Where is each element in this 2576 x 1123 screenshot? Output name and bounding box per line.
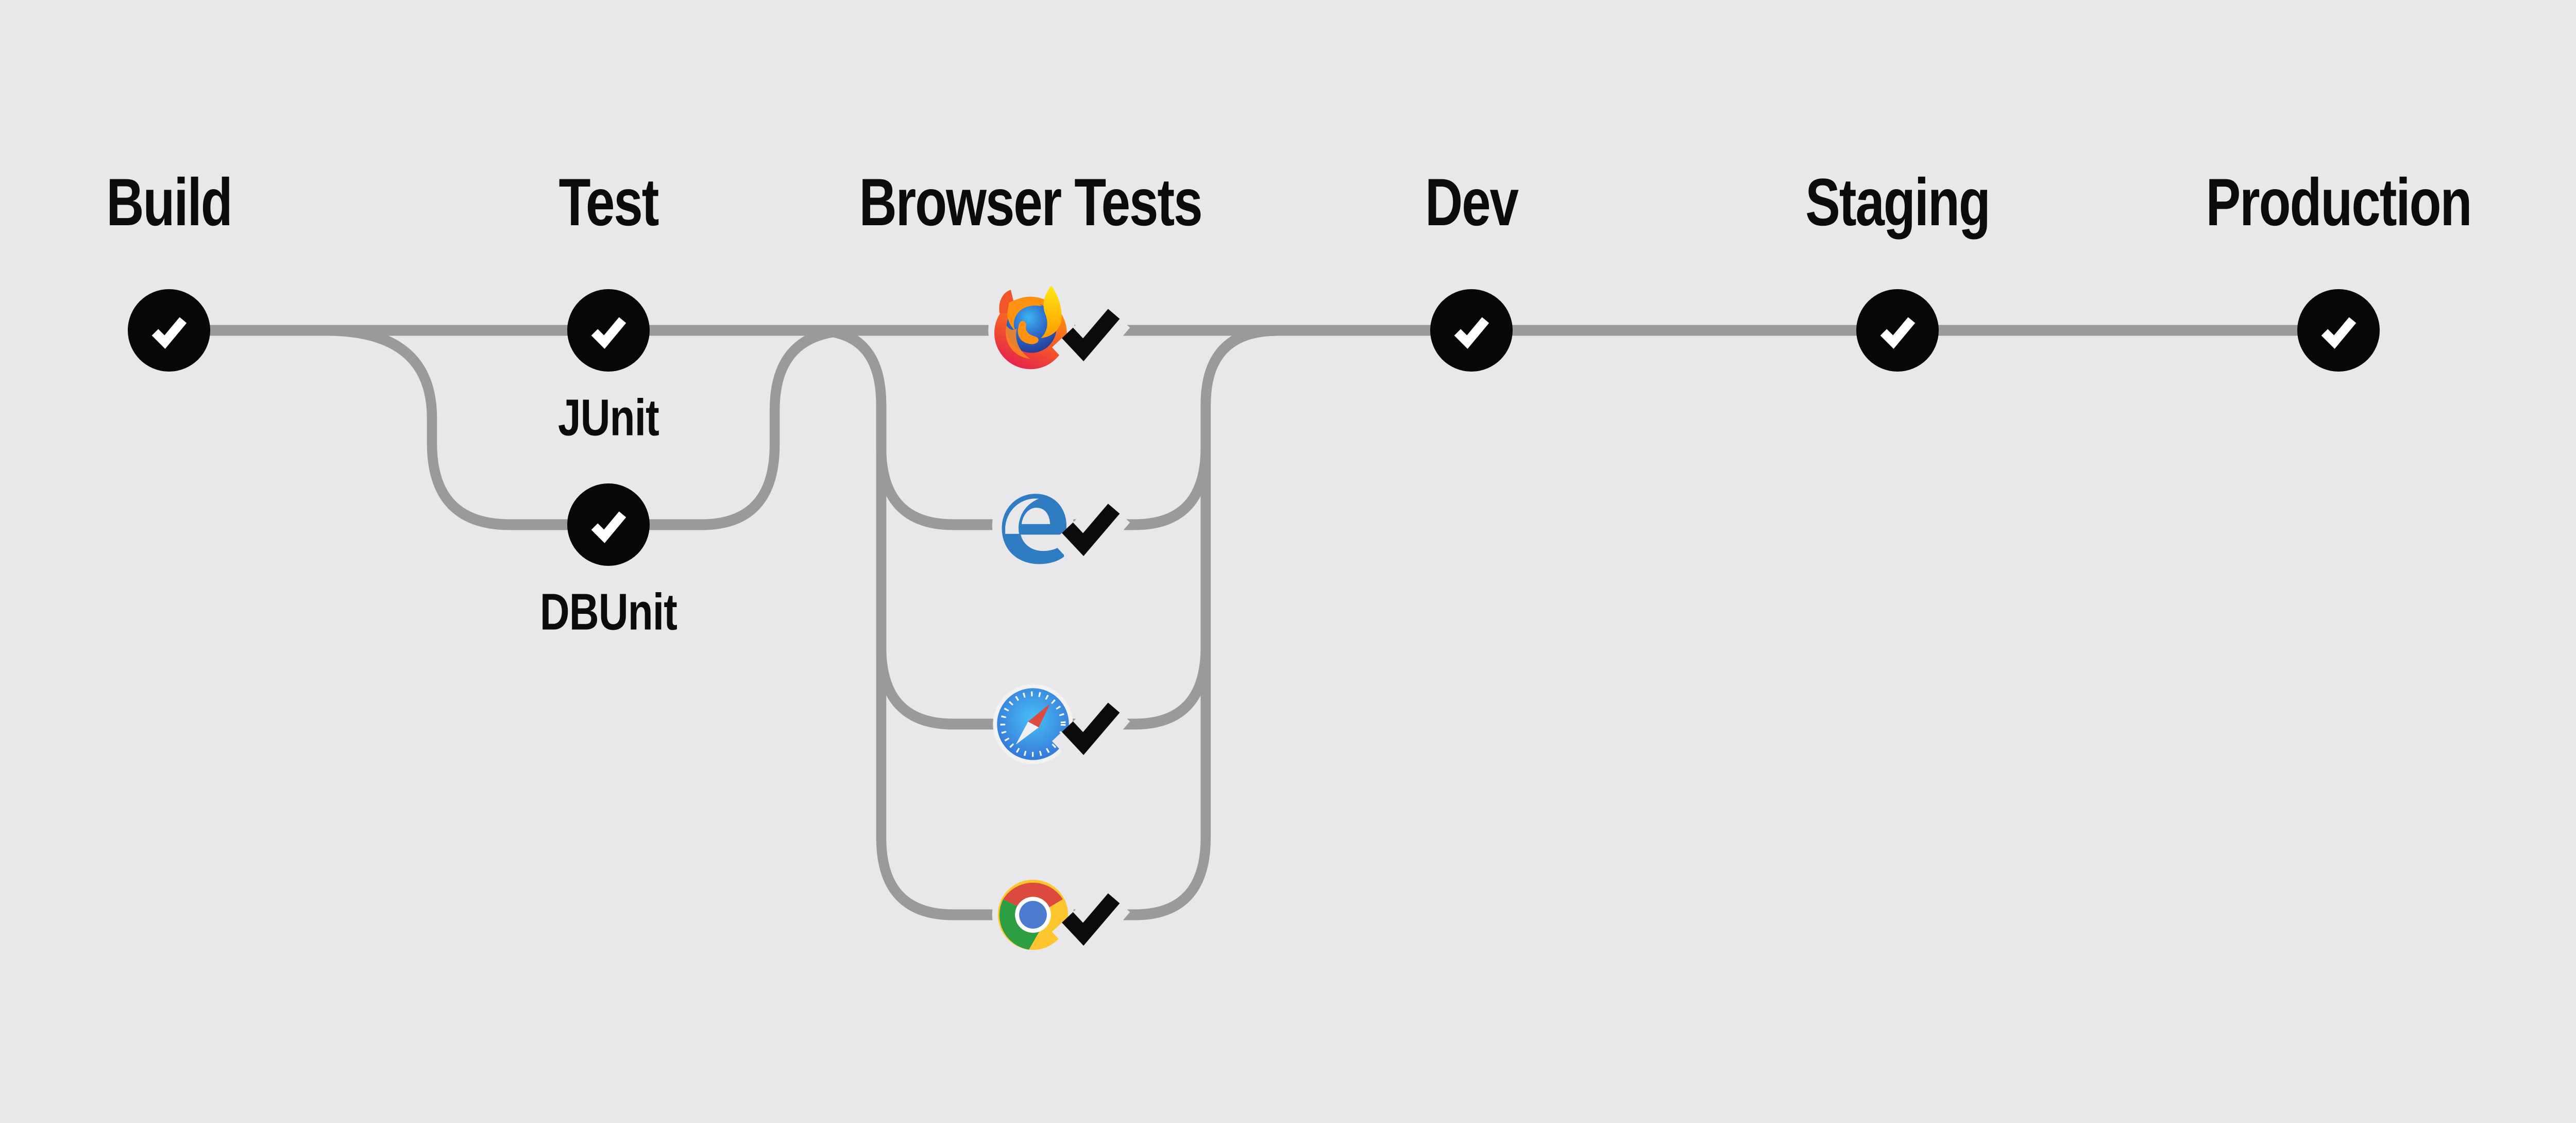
safari-icon[interactable] [992, 683, 1074, 765]
chrome-icon[interactable] [992, 874, 1074, 956]
edge-icon[interactable] [992, 484, 1074, 567]
node-dev[interactable] [1430, 289, 1513, 372]
firefox-icon[interactable] [988, 285, 1075, 374]
node-staging[interactable] [1856, 289, 1939, 372]
connector-chrome-branch [816, 325, 1278, 920]
node-build[interactable] [128, 289, 210, 372]
stage-title-staging: Staging [1805, 164, 1991, 240]
stage-title-build: Build [106, 164, 232, 240]
check-icon [1880, 317, 1916, 349]
safari-step-check-icon[interactable] [1052, 694, 1130, 776]
stage-title-test: Test [559, 164, 659, 240]
check-icon [1454, 317, 1489, 349]
edge-step-check-icon[interactable] [1052, 495, 1130, 577]
branch-label-junit: JUnit [558, 389, 659, 447]
check-icon [591, 511, 626, 543]
node-test-junit[interactable] [567, 289, 650, 372]
stage-title-dev: Dev [1425, 164, 1519, 240]
chrome-step-check-icon[interactable] [1052, 884, 1130, 966]
node-production[interactable] [2297, 289, 2380, 372]
stage-title-browser-tests: Browser Tests [859, 164, 1203, 240]
check-icon [151, 317, 187, 349]
node-test-dbunit[interactable] [567, 483, 650, 566]
stage-title-production: Production [2206, 164, 2472, 240]
check-icon [2321, 317, 2357, 349]
connector-dbunit-branch [326, 325, 854, 530]
check-icon [591, 317, 626, 349]
branch-label-dbunit: DBUnit [540, 583, 677, 641]
firefox-step-check-icon[interactable] [1052, 300, 1130, 382]
